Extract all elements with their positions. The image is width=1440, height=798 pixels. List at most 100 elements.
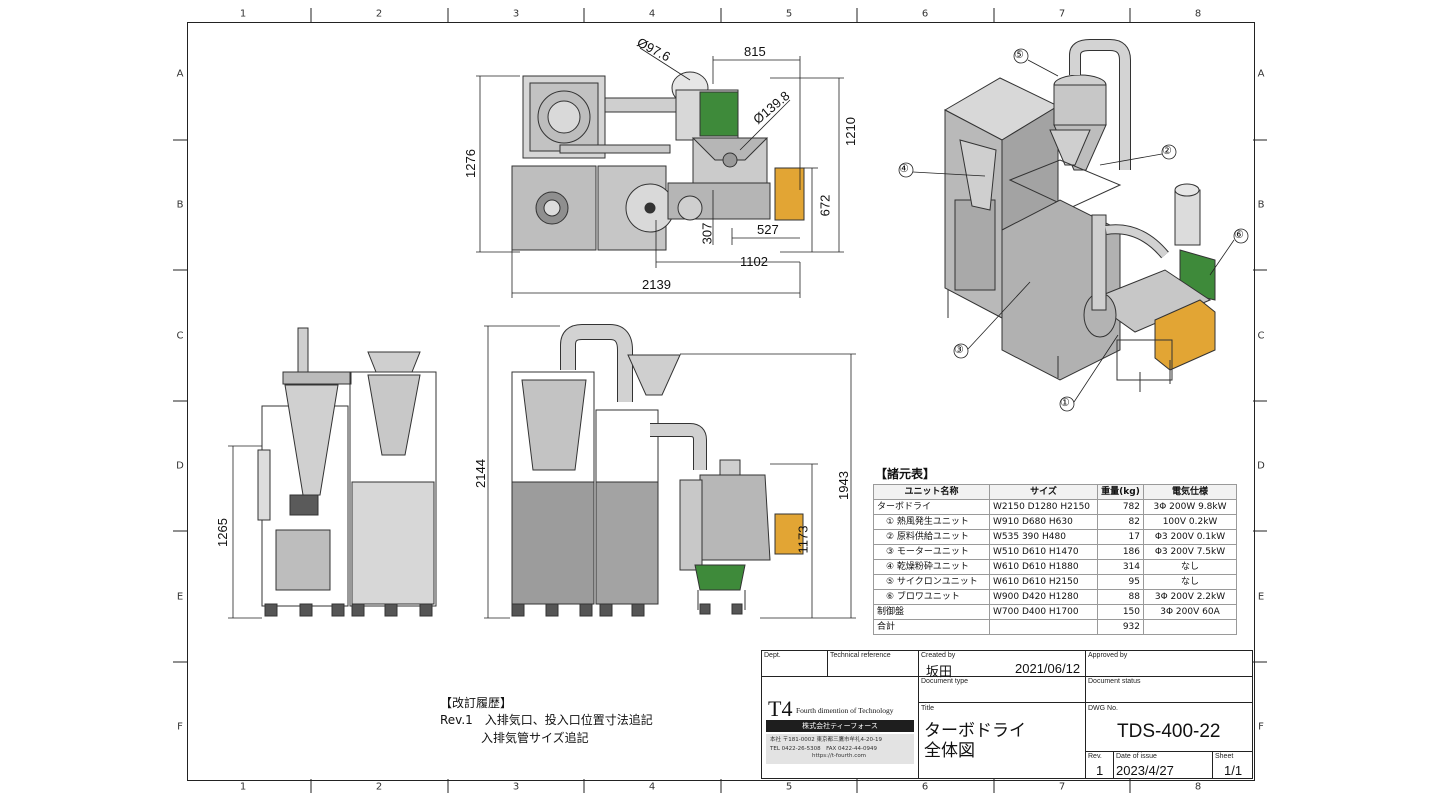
tb-title-label: Title	[921, 705, 934, 712]
spec-cell-unit: ① 熱風発生ユニット	[873, 514, 990, 530]
tb-issue-date: 2023/4/27	[1116, 763, 1174, 778]
spec-cell-weight: 95	[1097, 574, 1144, 590]
zone-col-6-bottom: 6	[921, 781, 929, 793]
dim-1173: 1173	[795, 525, 811, 554]
logo-address: 本社 〒181-0002 東京都三鷹市牟礼4-20-19	[770, 737, 882, 743]
spec-cell-weight: 17	[1097, 529, 1144, 545]
dim-527: 527	[757, 222, 779, 237]
spec-header-electric: 電気仕様	[1143, 484, 1237, 500]
zone-row-d: D	[176, 460, 184, 472]
zone-col-6: 6	[921, 8, 929, 20]
spec-cell-weight: 782	[1097, 499, 1144, 515]
revision-line-1: Rev.1 入排気口、投入口位置寸法追記	[440, 713, 653, 727]
callout-5: ⑤	[1014, 49, 1024, 61]
spec-cell-weight: 88	[1097, 589, 1144, 605]
spec-cell-weight: 150	[1097, 604, 1144, 620]
zone-row-e-right: E	[1257, 591, 1265, 603]
zone-col-1-bottom: 1	[239, 781, 247, 793]
tb-title-line-1: ターボドライ	[924, 721, 1026, 741]
spec-cell-weight: 186	[1097, 544, 1144, 560]
spec-cell-size: W910 D680 H630	[989, 514, 1098, 530]
spec-cell-size: W510 D610 H1470	[989, 544, 1098, 560]
zone-col-2: 2	[375, 8, 383, 20]
callout-6: ⑥	[1234, 229, 1244, 241]
logo-mark: T4	[768, 696, 793, 721]
tb-created-by: 坂田	[926, 665, 953, 680]
spec-cell-unit: ⑥ ブロワユニット	[873, 589, 990, 605]
tb-approved-label: Approved by	[1088, 652, 1128, 659]
revision-line-2: 入排気管サイズ追記	[481, 731, 589, 745]
zone-row-a-right: A	[1257, 68, 1265, 80]
spec-cell-size: W610 D610 H1880	[989, 559, 1098, 575]
spec-cell-size: W700 D400 H1700	[989, 604, 1098, 620]
zone-row-d-right: D	[1257, 460, 1265, 472]
zone-row-b: B	[176, 199, 184, 211]
spec-cell-weight: 932	[1097, 619, 1144, 635]
callout-4: ④	[899, 163, 909, 175]
zone-row-f: F	[177, 721, 183, 733]
zone-row-a: A	[176, 68, 184, 80]
tb-created-label: Created by	[921, 652, 956, 659]
logo-company: 株式会社ティーフォース	[802, 722, 878, 730]
spec-table-title: 【諸元表】	[875, 467, 936, 481]
spec-cell-electric: Φ3 200V 7.5kW	[1143, 544, 1237, 560]
zone-row-c: C	[176, 330, 184, 342]
spec-cell-unit: 制御盤	[873, 604, 990, 620]
spec-header-unit: ユニット名称	[873, 484, 990, 500]
spec-cell-unit: ③ モーターユニット	[873, 544, 990, 560]
tb-issue-label: Date of issue	[1116, 753, 1157, 760]
spec-cell-electric: なし	[1143, 559, 1237, 575]
spec-cell-size	[989, 619, 1098, 635]
zone-col-1: 1	[239, 8, 247, 20]
zone-col-4-bottom: 4	[648, 781, 656, 793]
zone-col-2-bottom: 2	[375, 781, 383, 793]
tb-techref-label: Technical reference	[830, 652, 891, 659]
spec-cell-size: W610 D610 H2150	[989, 574, 1098, 590]
zone-col-4: 4	[648, 8, 656, 20]
dim-815: 815	[744, 44, 766, 59]
spec-cell-electric: 3Φ 200V 60A	[1143, 604, 1237, 620]
spec-cell-size: W535 390 H480	[989, 529, 1098, 545]
spec-cell-unit: 合計	[873, 619, 990, 635]
spec-table-header-row: ユニット名称 サイズ 重量(kg) 電気仕様	[873, 484, 1237, 500]
spec-cell-electric: 100V 0.2kW	[1143, 514, 1237, 530]
dim-1943: 1943	[835, 471, 851, 500]
zone-col-5-bottom: 5	[785, 781, 793, 793]
spec-cell-weight: 314	[1097, 559, 1144, 575]
spec-cell-unit: ターボドライ	[873, 499, 990, 515]
tb-dwg-no: TDS-400-22	[1117, 721, 1221, 742]
tb-doctype-label: Document type	[921, 678, 969, 685]
tb-sheet-value: 1/1	[1224, 763, 1243, 778]
spec-cell-electric: Φ3 200V 0.1kW	[1143, 529, 1237, 545]
zone-row-f-right: F	[1258, 721, 1264, 733]
zone-col-7: 7	[1058, 8, 1066, 20]
logo-phone: TEL 0422-26-5308 FAX 0422-44-0949	[770, 746, 878, 752]
zone-row-c-right: C	[1257, 330, 1265, 342]
spec-cell-electric: 3Φ 200V 2.2kW	[1143, 589, 1237, 605]
zone-col-8-bottom: 8	[1194, 781, 1202, 793]
tb-sheet-cell	[1212, 751, 1253, 779]
spec-cell-weight: 82	[1097, 514, 1144, 530]
spec-cell-unit: ④ 乾燥粉砕ユニット	[873, 559, 990, 575]
spec-cell-unit: ⑤ サイクロンユニット	[873, 574, 990, 590]
callout-2: ②	[1162, 145, 1172, 157]
spec-cell-electric: なし	[1143, 574, 1237, 590]
tb-dept-label: Dept.	[764, 652, 781, 659]
spec-cell-size: W900 D420 H1280	[989, 589, 1098, 605]
tb-sheet-label: Sheet	[1215, 753, 1234, 760]
logo-url: https://t-fourth.com	[812, 753, 867, 759]
